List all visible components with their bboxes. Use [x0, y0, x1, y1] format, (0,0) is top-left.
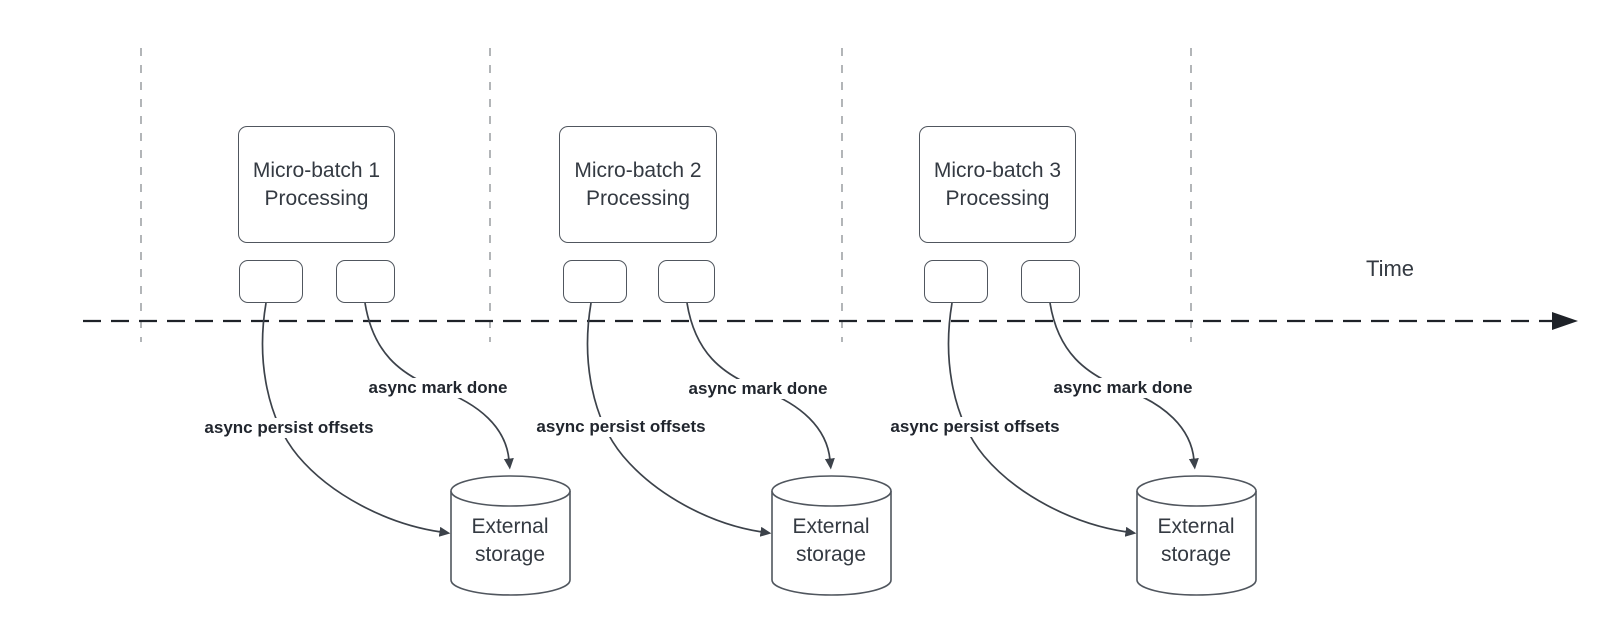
small-box-2-right [658, 260, 715, 303]
cylinder-body [1136, 491, 1257, 596]
small-box-1-right [336, 260, 395, 303]
cylinder-body [450, 491, 571, 596]
time-label: Time [1365, 256, 1415, 281]
mark-done-label-1: async mark done [364, 378, 512, 398]
storage-label-3: External storage [1157, 515, 1235, 566]
persist-offsets-arrow-3 [947, 302, 1137, 537]
small-box-1-left [239, 260, 303, 303]
persist-offsets-arrow-1 [261, 302, 451, 537]
persist-offsets-arrow-2 [586, 302, 772, 537]
cylinder-top [771, 475, 892, 507]
cylinder-top [450, 475, 571, 507]
microbatch-1-title: Micro-batch 1 Processing [252, 158, 381, 210]
mark-done-label-2: async mark done [684, 379, 832, 399]
microbatch-2-box: Micro-batch 2 Processing [559, 126, 717, 243]
external-storage-cylinder-1 [450, 475, 571, 596]
cylinder-body [771, 491, 892, 596]
microbatch-3-box: Micro-batch 3 Processing [919, 126, 1076, 243]
storage-label-1: External storage [471, 515, 549, 566]
external-storage-cylinder-2 [771, 475, 892, 596]
persist-offsets-label-1: async persist offsets [200, 418, 378, 438]
microbatch-3-title: Micro-batch 3 Processing [933, 158, 1062, 210]
persist-offsets-label-2: async persist offsets [532, 417, 710, 437]
microbatch-1-box: Micro-batch 1 Processing [238, 126, 395, 243]
microbatch-2-title: Micro-batch 2 Processing [574, 158, 702, 210]
persist-offsets-label-3: async persist offsets [886, 417, 1064, 437]
cylinder-top [1136, 475, 1257, 507]
small-box-2-left [563, 260, 627, 303]
mark-done-label-3: async mark done [1049, 378, 1197, 398]
external-storage-cylinder-3 [1136, 475, 1257, 596]
time-axis-arrowhead-icon [1552, 312, 1578, 330]
small-box-3-right [1021, 260, 1080, 303]
small-box-3-left [924, 260, 988, 303]
storage-label-2: External storage [792, 515, 870, 566]
